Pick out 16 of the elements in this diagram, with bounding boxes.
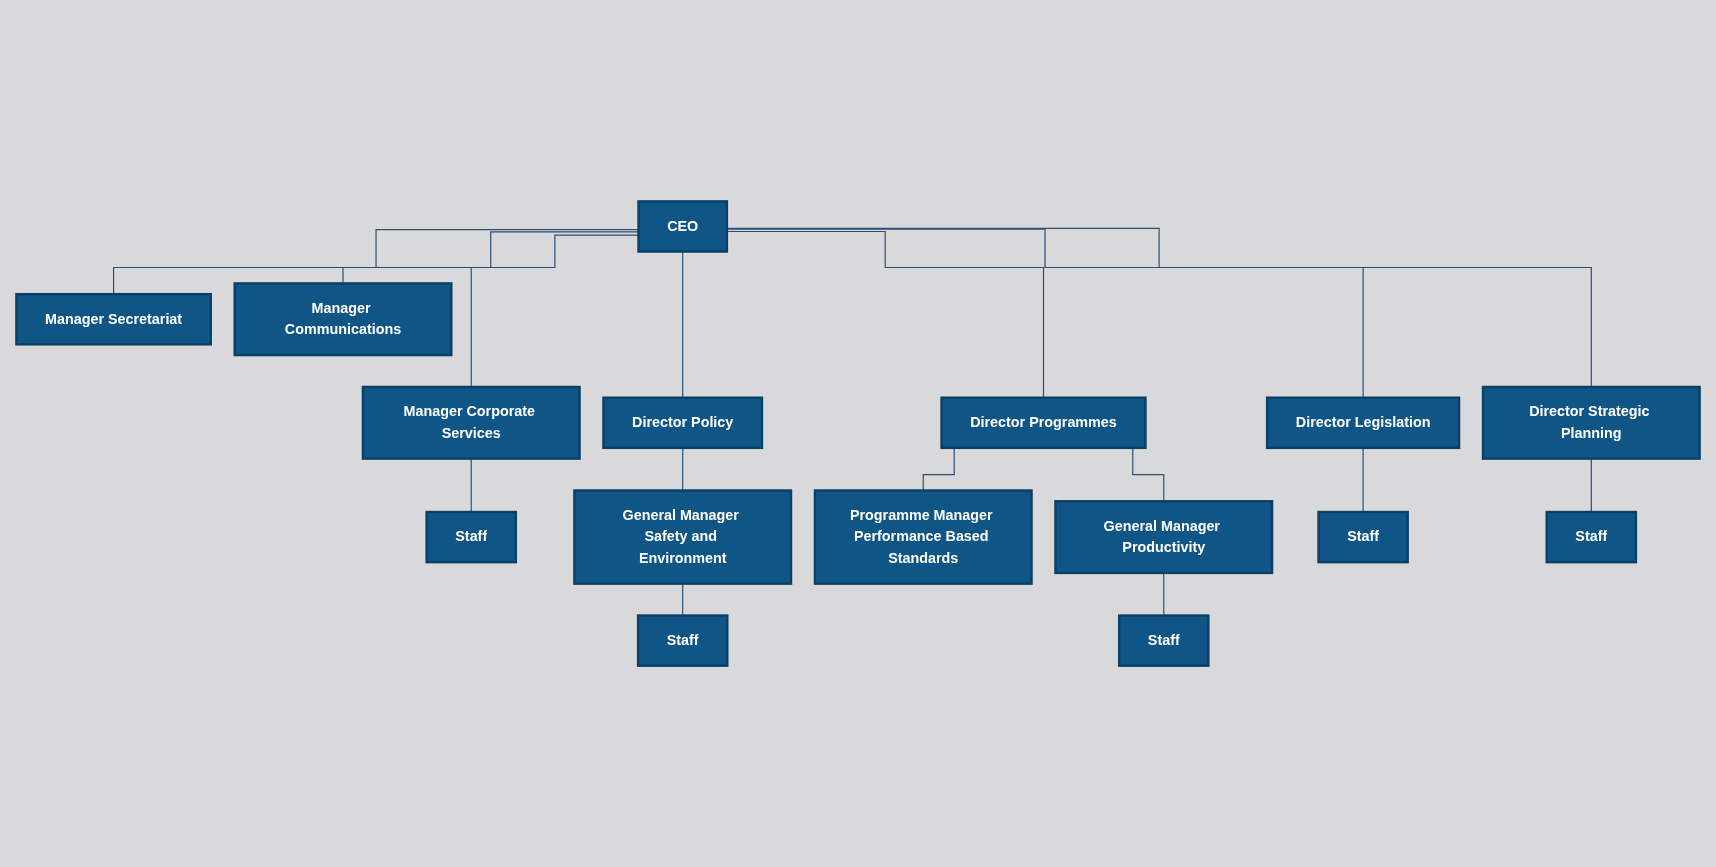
node-box: Manager Communications [233, 282, 453, 357]
node-box: Director Strategic Planning [1481, 385, 1701, 460]
node-box: Staff [1317, 510, 1409, 564]
node-box: General Manager Safety and Environment [573, 489, 793, 585]
node-box: Staff [1545, 510, 1638, 564]
node-box: Manager Corporate Services [361, 385, 581, 460]
node-box: Staff [1117, 614, 1210, 667]
node-box: Programme Manager Performance Based Standards [813, 489, 1033, 585]
node-box: Staff [425, 510, 518, 564]
node-box: Director Policy [602, 396, 764, 450]
node-box: General Manager Productivity [1054, 500, 1274, 575]
node-box: Staff [636, 614, 729, 667]
node-box: Manager Secretariat [15, 292, 212, 346]
node-box: Director Legislation [1265, 396, 1461, 450]
node-box: Director Programmes [940, 396, 1147, 450]
node-box: CEO [637, 200, 729, 253]
